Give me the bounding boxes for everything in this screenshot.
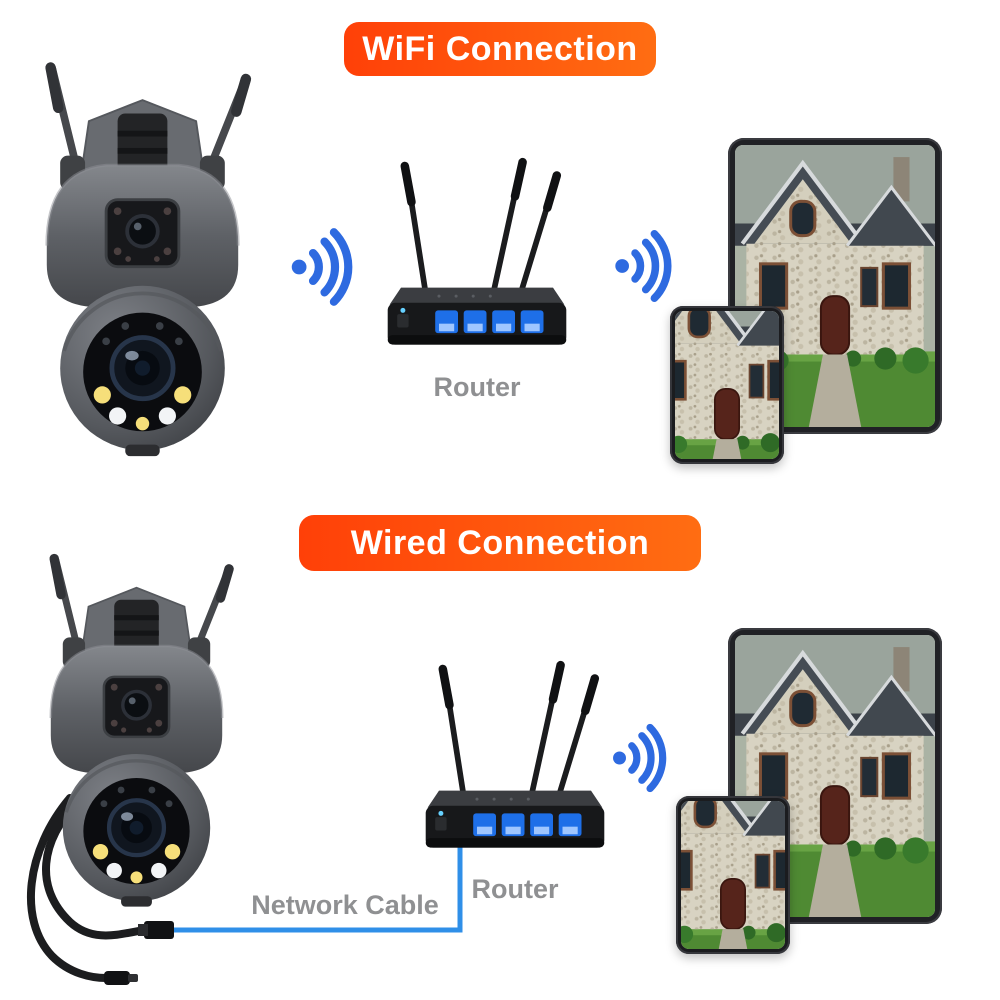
phone-illustration <box>670 306 784 464</box>
camera-pigtail-cable <box>42 798 150 940</box>
wired-connection-banner: Wired Connection <box>299 515 701 571</box>
phone-screen-house-image <box>681 801 785 949</box>
network-cable-label: Network Cable <box>251 890 439 920</box>
wifi-connection-banner: WiFi Connection <box>344 22 656 76</box>
wifi-signal-icon <box>608 722 680 794</box>
rj45-connector-icon <box>144 921 174 939</box>
dc-power-connector-icon <box>104 971 130 985</box>
phone-illustration <box>676 796 790 954</box>
router-illustration <box>420 645 610 863</box>
network-cable-line <box>174 845 463 933</box>
wifi-signal-icon <box>610 228 686 304</box>
security-camera-illustration <box>25 550 248 910</box>
camera-pigtail-cable <box>26 794 110 982</box>
dc-power-connector-icon <box>128 974 138 982</box>
wifi-signal-icon <box>286 226 368 308</box>
phone-screen-house-image <box>675 311 779 459</box>
wired-banner-label: Wired Connection <box>350 523 650 562</box>
rj45-connector-icon <box>138 924 148 936</box>
wifi-banner-label: WiFi Connection <box>362 29 638 68</box>
security-camera-illustration <box>18 58 267 460</box>
router-label: Router <box>433 372 521 402</box>
router-label: Router <box>471 874 559 904</box>
camera-cables-and-network-line <box>26 794 463 985</box>
router-illustration <box>382 142 572 360</box>
